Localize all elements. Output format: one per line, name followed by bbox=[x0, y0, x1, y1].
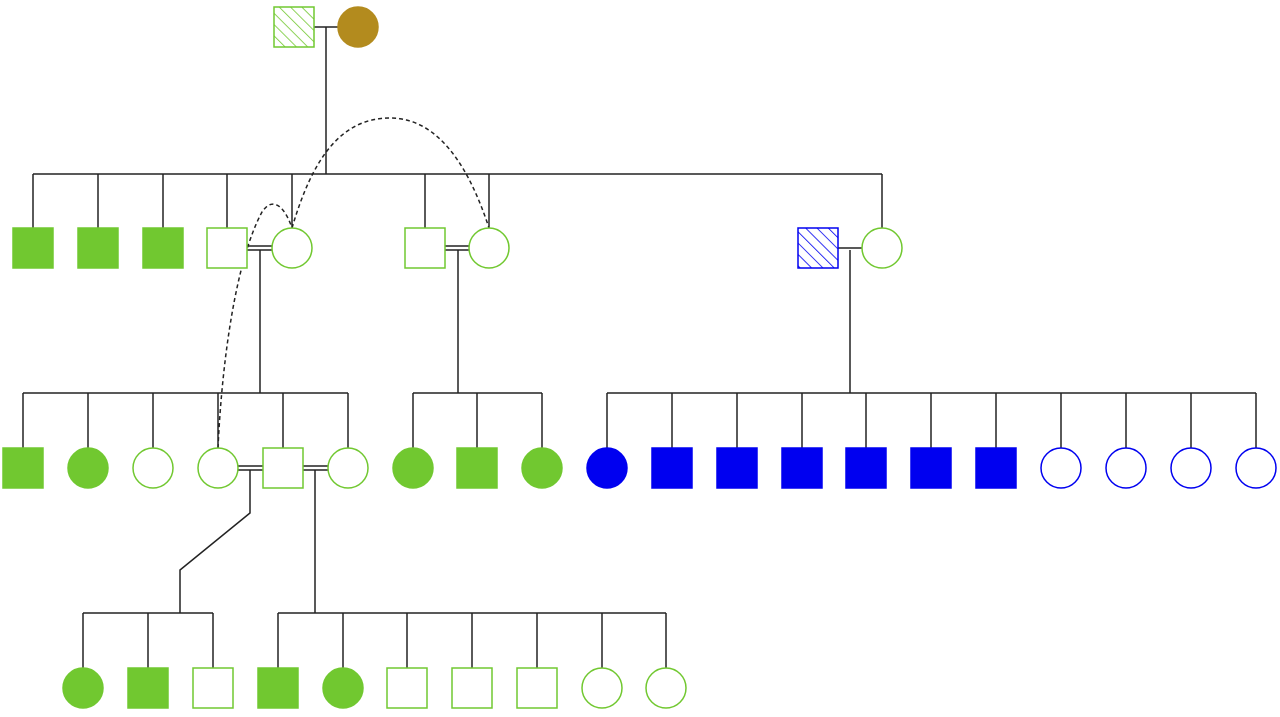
male-affected-symbol bbox=[2, 447, 44, 489]
female-unaffected-symbol bbox=[861, 227, 903, 269]
female-affected-symbol bbox=[62, 667, 104, 709]
male-unaffected-symbol bbox=[206, 227, 248, 269]
same-person-link bbox=[217, 203, 293, 449]
female-affected-symbol bbox=[322, 667, 364, 709]
male-unaffected-symbol bbox=[262, 447, 304, 489]
male-affected-symbol bbox=[257, 667, 299, 709]
male-unaffected-symbol bbox=[451, 667, 493, 709]
female-unaffected-symbol bbox=[1105, 447, 1147, 489]
female-unaffected-symbol bbox=[1235, 447, 1277, 489]
female-affected-symbol bbox=[521, 447, 563, 489]
male-affected-symbol bbox=[77, 227, 119, 269]
individuals bbox=[2, 6, 1277, 709]
male-affected-symbol bbox=[975, 447, 1017, 489]
male-affected-symbol bbox=[845, 447, 887, 489]
male-affected-symbol bbox=[651, 447, 693, 489]
female-unaffected-symbol bbox=[327, 447, 369, 489]
female-affected-symbol bbox=[392, 447, 434, 489]
male-affected-symbol bbox=[781, 447, 823, 489]
male-carrier-hatched-symbol bbox=[273, 6, 315, 48]
female-unaffected-symbol bbox=[1040, 447, 1082, 489]
female-affected-symbol bbox=[67, 447, 109, 489]
male-affected-symbol bbox=[127, 667, 169, 709]
female-unaffected-symbol bbox=[581, 667, 623, 709]
male-unaffected-symbol bbox=[404, 227, 446, 269]
male-carrier-hatched-symbol bbox=[797, 227, 839, 269]
female-affected-symbol bbox=[586, 447, 628, 489]
male-affected-symbol bbox=[910, 447, 952, 489]
male-unaffected-symbol bbox=[192, 667, 234, 709]
female-unaffected-symbol bbox=[197, 447, 239, 489]
male-affected-symbol bbox=[142, 227, 184, 269]
connector-lines bbox=[22, 26, 1257, 668]
female-affected-symbol bbox=[337, 6, 379, 48]
female-unaffected-symbol bbox=[645, 667, 687, 709]
male-affected-symbol bbox=[716, 447, 758, 489]
same-person-link bbox=[291, 117, 490, 229]
descent-line bbox=[179, 470, 251, 613]
male-affected-symbol bbox=[12, 227, 54, 269]
male-unaffected-symbol bbox=[516, 667, 558, 709]
male-unaffected-symbol bbox=[386, 667, 428, 709]
female-unaffected-symbol bbox=[468, 227, 510, 269]
female-unaffected-symbol bbox=[271, 227, 313, 269]
same-person-links bbox=[217, 117, 490, 449]
male-affected-symbol bbox=[456, 447, 498, 489]
female-unaffected-symbol bbox=[132, 447, 174, 489]
female-unaffected-symbol bbox=[1170, 447, 1212, 489]
